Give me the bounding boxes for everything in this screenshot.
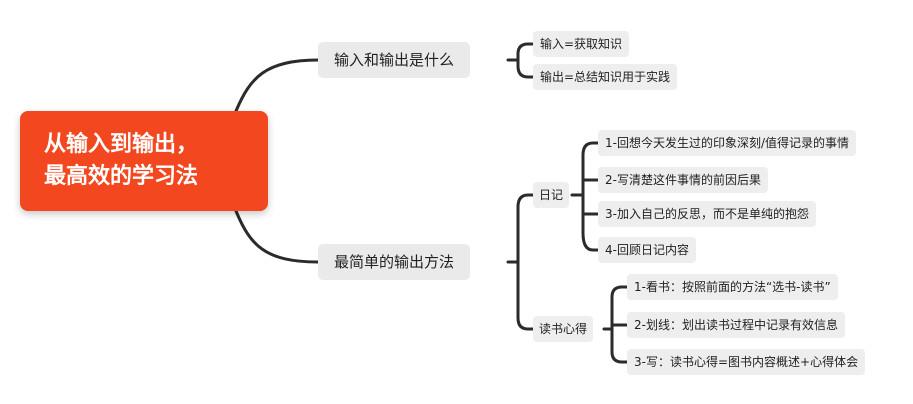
leaf-label: 3-写：读书心得=图书内容概述+心得体会: [634, 355, 859, 369]
connector-reading-leaves: [602, 285, 629, 364]
leaf-diary-step-2[interactable]: 2-写清楚这件事情的前因后果: [598, 167, 768, 193]
leaf-reading-step-2[interactable]: 2-划线：划出读书过程中记录有效信息: [627, 312, 845, 338]
leaf-label: 2-划线：划出读书过程中记录有效信息: [634, 318, 838, 332]
leaf-label: 2-写清楚这件事情的前因后果: [605, 173, 761, 187]
root-title-line-1: 从输入到输出，: [44, 132, 199, 157]
leaf-output-definition[interactable]: 输出=总结知识用于实践: [533, 64, 678, 90]
leaf-diary-step-1[interactable]: 1-回想今天发生过的印象深刻/值得记录的事情: [598, 130, 857, 156]
leaf-reading-step-1[interactable]: 1-看书：按照前面的方法“选书-读书”: [627, 274, 838, 300]
branch-label: 输入和输出是什么: [334, 51, 455, 69]
sub-diary[interactable]: 日记: [533, 182, 570, 208]
leaf-reading-step-3[interactable]: 3-写：读书心得=图书内容概述+心得体会: [627, 349, 866, 375]
leaf-input-definition[interactable]: 输入=获取知识: [533, 31, 630, 57]
connector-branch1-leaves: [506, 42, 535, 79]
branch-simplest-output-method[interactable]: 最简单的输出方法: [318, 244, 471, 280]
leaf-label: 1-回想今天发生过的印象深刻/值得记录的事情: [605, 136, 850, 150]
connector-branch2-subs: [506, 193, 535, 331]
connector-root-branch-2: [234, 209, 320, 264]
root-topic[interactable]: 从输入到输出， 最高效的学习法: [20, 111, 268, 211]
leaf-label: 4-回顾日记内容: [605, 243, 689, 257]
sub-reading-notes[interactable]: 读书心得: [533, 316, 594, 342]
connector-diary-leaves: [570, 141, 600, 252]
leaf-label: 输出=总结知识用于实践: [540, 70, 671, 84]
root-title-line-2: 最高效的学习法: [44, 164, 199, 189]
leaf-diary-step-4[interactable]: 4-回顾日记内容: [598, 237, 696, 263]
sub-label: 读书心得: [539, 322, 588, 336]
connector-root-branch-1: [234, 58, 320, 113]
leaf-diary-step-3[interactable]: 3-加入自己的反思，而不是单纯的抱怨: [598, 201, 816, 227]
sub-label: 日记: [539, 188, 564, 202]
branch-input-output-what[interactable]: 输入和输出是什么: [318, 42, 471, 78]
branch-label: 最简单的输出方法: [334, 253, 455, 271]
leaf-label: 1-看书：按照前面的方法“选书-读书”: [634, 280, 831, 294]
leaf-label: 输入=获取知识: [540, 37, 623, 51]
leaf-label: 3-加入自己的反思，而不是单纯的抱怨: [605, 207, 809, 221]
